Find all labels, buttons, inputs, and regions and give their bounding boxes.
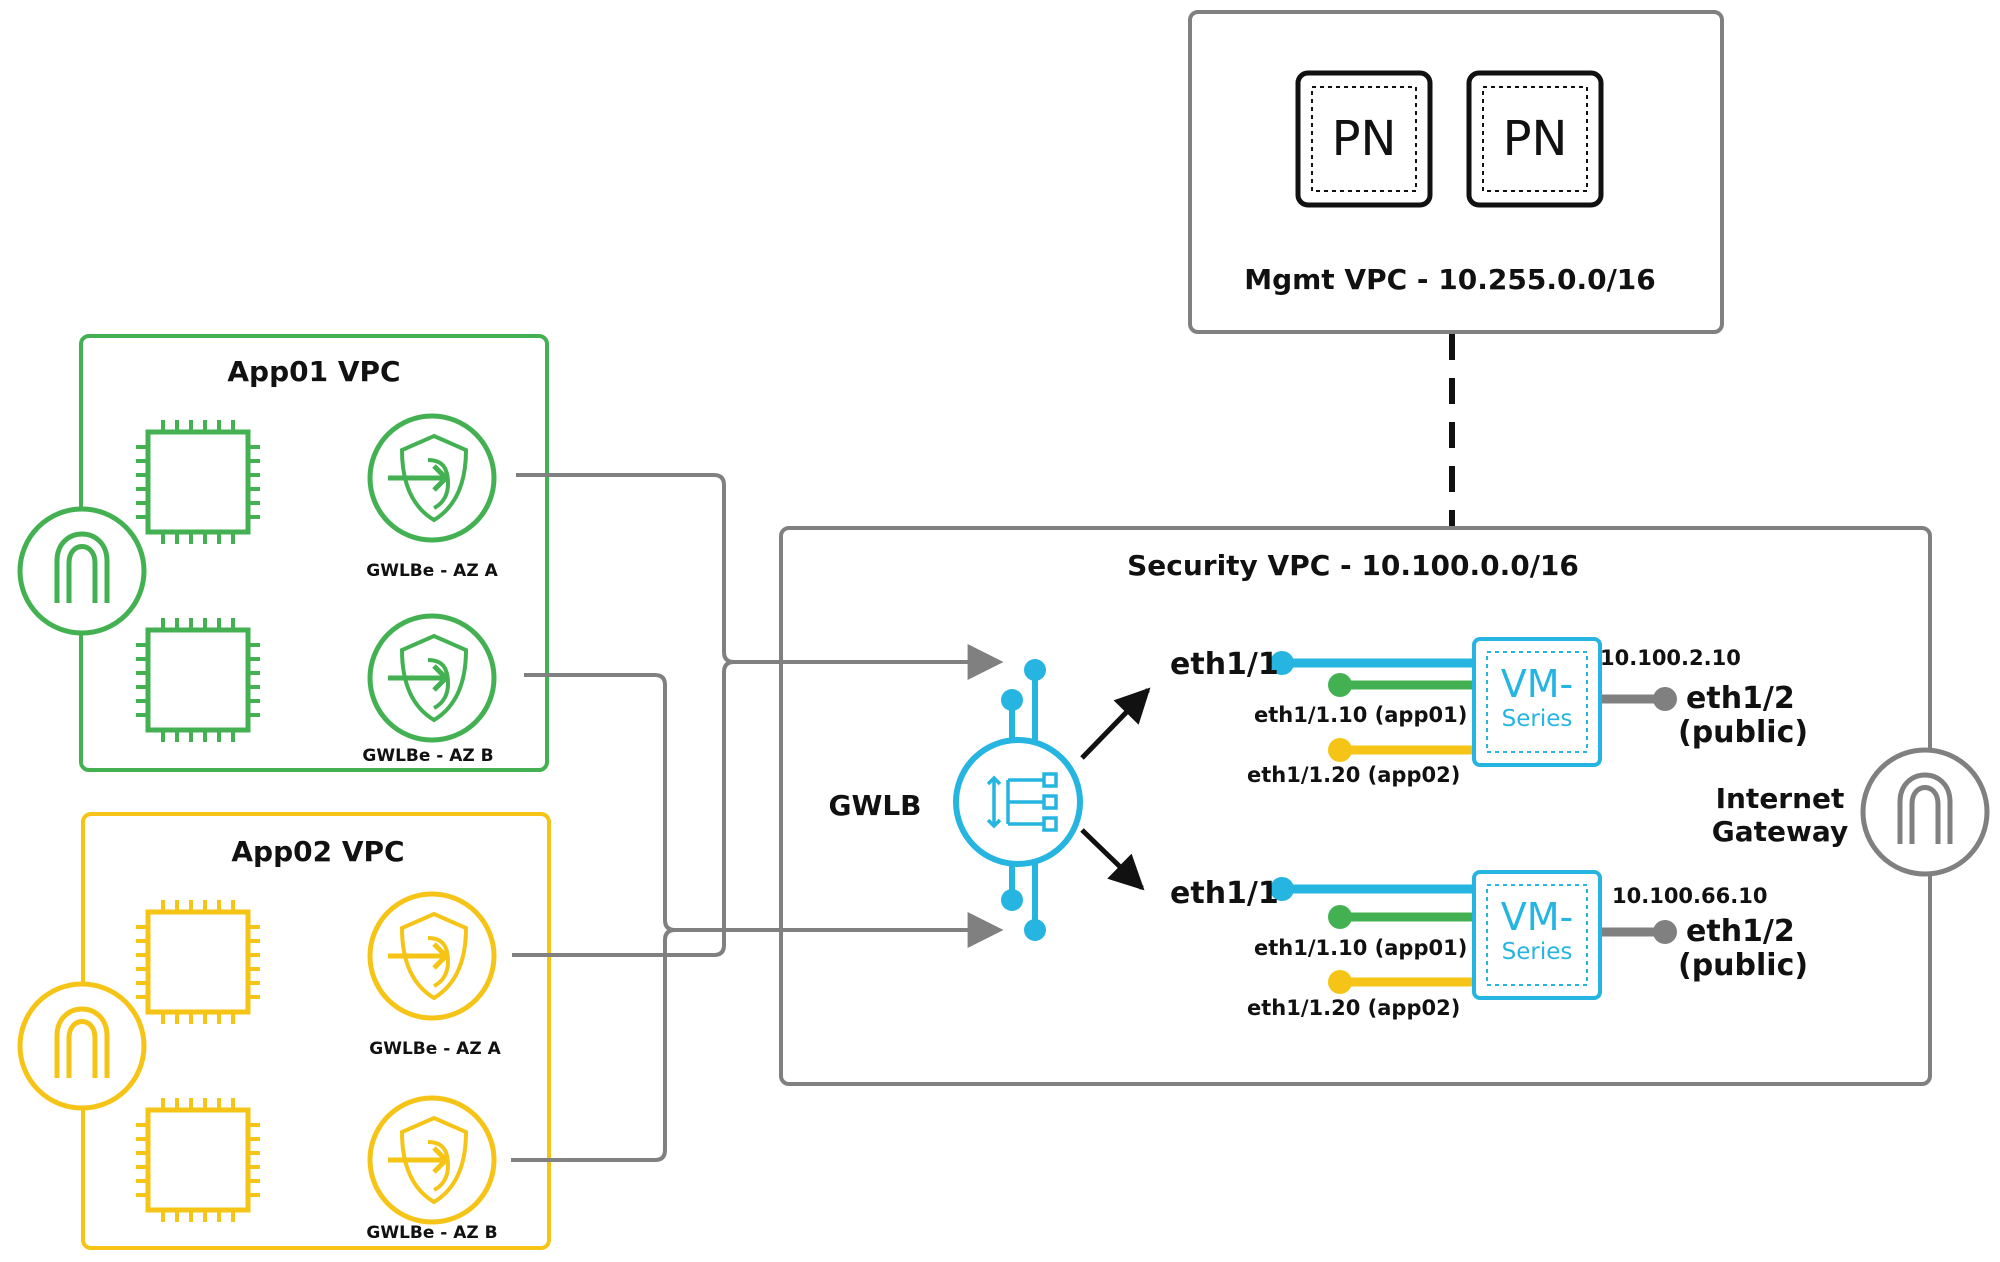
subinterface-app01-label: eth1/1.10 (app01) — [1254, 936, 1467, 960]
load-balancer-icon — [986, 772, 1058, 832]
app01-vpc: App01 VPC GWLBe - AZ A GWLBe - AZ B — [20, 334, 549, 772]
app02-vpc: App02 VPC GWLBe - AZ A GWLBe - AZ B — [20, 812, 551, 1250]
panorama-label: PN — [1332, 111, 1397, 167]
endpoint-connections — [511, 473, 1004, 1162]
subinterface-app02-label: eth1/1.20 (app02) — [1247, 996, 1460, 1020]
gwlb-to-fw2-arrow — [1080, 828, 1145, 891]
internet-gateway-label-line1: Internet — [1716, 782, 1845, 815]
vpc-router-icon[interactable] — [20, 509, 144, 633]
internet-gateway-label-line2: Gateway — [1712, 815, 1848, 848]
gwlb[interactable]: GWLB — [828, 659, 1083, 941]
endpoint-label-az-b: GWLBe - AZ B — [366, 1223, 497, 1243]
vm-series-firewall-2[interactable]: VM- Series 10.100.66.10 eth1/1 eth1/1.10… — [1170, 870, 1808, 1020]
internet-gateway-icon[interactable] — [1863, 750, 1987, 874]
fw-ip-address: 10.100.2.10 — [1600, 646, 1741, 670]
security-vpc: Security VPC - 10.100.0.0/16 — [779, 526, 1932, 1086]
trust-interface-label: eth1/1 — [1170, 876, 1279, 911]
public-interface-label: eth1/2 — [1686, 681, 1795, 716]
internet-gateway[interactable]: Internet Gateway — [1712, 750, 1987, 874]
endpoint-label-az-a: GWLBe - AZ A — [366, 561, 498, 581]
mgmt-vpc-title: Mgmt VPC - 10.255.0.0/16 — [1244, 263, 1656, 296]
public-label: (public) — [1678, 948, 1808, 983]
app02-vpc-title: App02 VPC — [231, 835, 404, 868]
gwlb-label: GWLB — [828, 789, 921, 822]
subinterface-app02-label: eth1/1.20 (app02) — [1247, 763, 1460, 787]
app02-az-b-link — [511, 928, 676, 1162]
security-vpc-title: Security VPC - 10.100.0.0/16 — [1127, 549, 1579, 582]
panorama-label: PN — [1503, 111, 1568, 167]
vpc-router-icon[interactable] — [20, 984, 144, 1108]
trust-interface-label: eth1/1 — [1170, 647, 1279, 682]
app02-az-a-link — [512, 660, 735, 957]
app01-vpc-title: App01 VPC — [227, 355, 400, 388]
endpoint-label-az-b: GWLBe - AZ B — [362, 746, 493, 766]
fw-ip-address: 10.100.66.10 — [1612, 884, 1767, 908]
vm-series-subname: Series — [1502, 939, 1573, 965]
vm-series-name: VM- — [1501, 895, 1574, 939]
vm-series-firewall-1[interactable]: VM- Series 10.100.2.10 eth1/1 eth1/1.10 … — [1170, 637, 1808, 787]
gwlb-to-fw1-arrow — [1080, 687, 1151, 760]
public-label: (public) — [1678, 715, 1808, 750]
mgmt-vpc: PN PN Mgmt VPC - 10.255.0.0/16 — [1188, 10, 1724, 334]
endpoint-label-az-a: GWLBe - AZ A — [369, 1039, 501, 1059]
panorama-appliance-2[interactable]: PN — [1466, 70, 1604, 208]
panorama-appliance-1[interactable]: PN — [1295, 70, 1433, 208]
vm-series-subname: Series — [1502, 706, 1573, 732]
subinterface-app01-label: eth1/1.10 (app01) — [1254, 703, 1467, 727]
vm-series-name: VM- — [1501, 662, 1574, 706]
public-interface-label: eth1/2 — [1686, 914, 1795, 949]
